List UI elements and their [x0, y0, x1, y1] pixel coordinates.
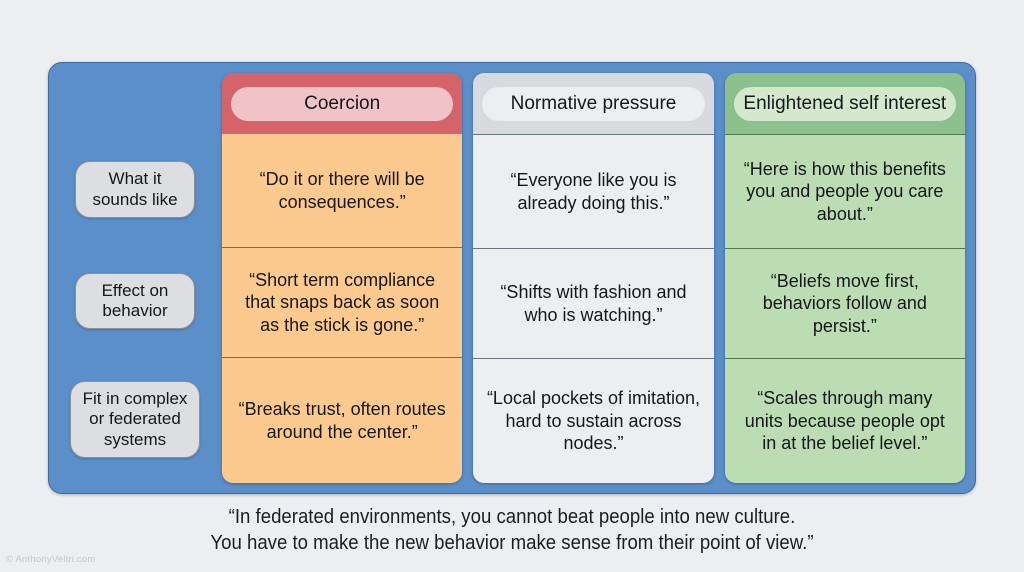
cell-enlightened-fit-in-systems: “Scales through many units because peopl…: [724, 358, 965, 483]
column-body-normative: “Everyone like you is already doing this…: [473, 134, 714, 483]
cell-enlightened-sounds-like: “Here is how this benefits you and peopl…: [743, 158, 946, 224]
column-header-band-enlightened: Enlightened self interest: [724, 73, 965, 134]
cell-coercion-sounds-like: “Do it or there will be consequences.”: [259, 169, 425, 212]
matrix-columns: Coercion “Do it or there will be consequ…: [222, 73, 965, 483]
column-normative-pressure: Normative pressure “Everyone like you is…: [473, 73, 714, 483]
column-coercion: Coercion “Do it or there will be consequ…: [222, 73, 463, 483]
column-body-enlightened: “Here is how this benefits you and peopl…: [724, 134, 965, 483]
caption-line-1: “In federated environments, you cannot b…: [228, 506, 796, 528]
column-header-coercion: Coercion: [231, 86, 454, 121]
column-header-band-coercion: Coercion: [222, 73, 463, 134]
caption: “In federated environments, you cannot b…: [36, 504, 988, 557]
column-header-enlightened-self-interest: Enlightened self interest: [733, 86, 956, 121]
column-body-coercion: “Do it or there will be consequences.” “…: [222, 134, 463, 483]
column-header-normative-pressure: Normative pressure: [482, 86, 705, 121]
cell-normative-fit-in-systems: “Local pockets of imitation, hard to sus…: [473, 358, 714, 483]
caption-line-2: You have to make the new behavior make s…: [210, 532, 814, 555]
cell-normative-effect-on-behavior: “Shifts with fashion and who is watching…: [473, 248, 714, 358]
cell-coercion-effect-on-behavior: “Short term compliance that snaps back a…: [222, 247, 463, 357]
cell-enlightened-effect-on-behavior: “Beliefs move first, behaviors follow an…: [724, 248, 965, 358]
column-header-band-normative: Normative pressure: [473, 73, 714, 134]
column-enlightened-self-interest: Enlightened self interest “Here is how t…: [724, 73, 965, 483]
watermark: © AnthonyVeltri.com: [6, 554, 96, 565]
cell-coercion-fit-in-systems: “Breaks trust, often routes around the c…: [222, 357, 463, 483]
cell-normative-sounds-like: “Everyone like you is already doing this…: [510, 170, 677, 213]
